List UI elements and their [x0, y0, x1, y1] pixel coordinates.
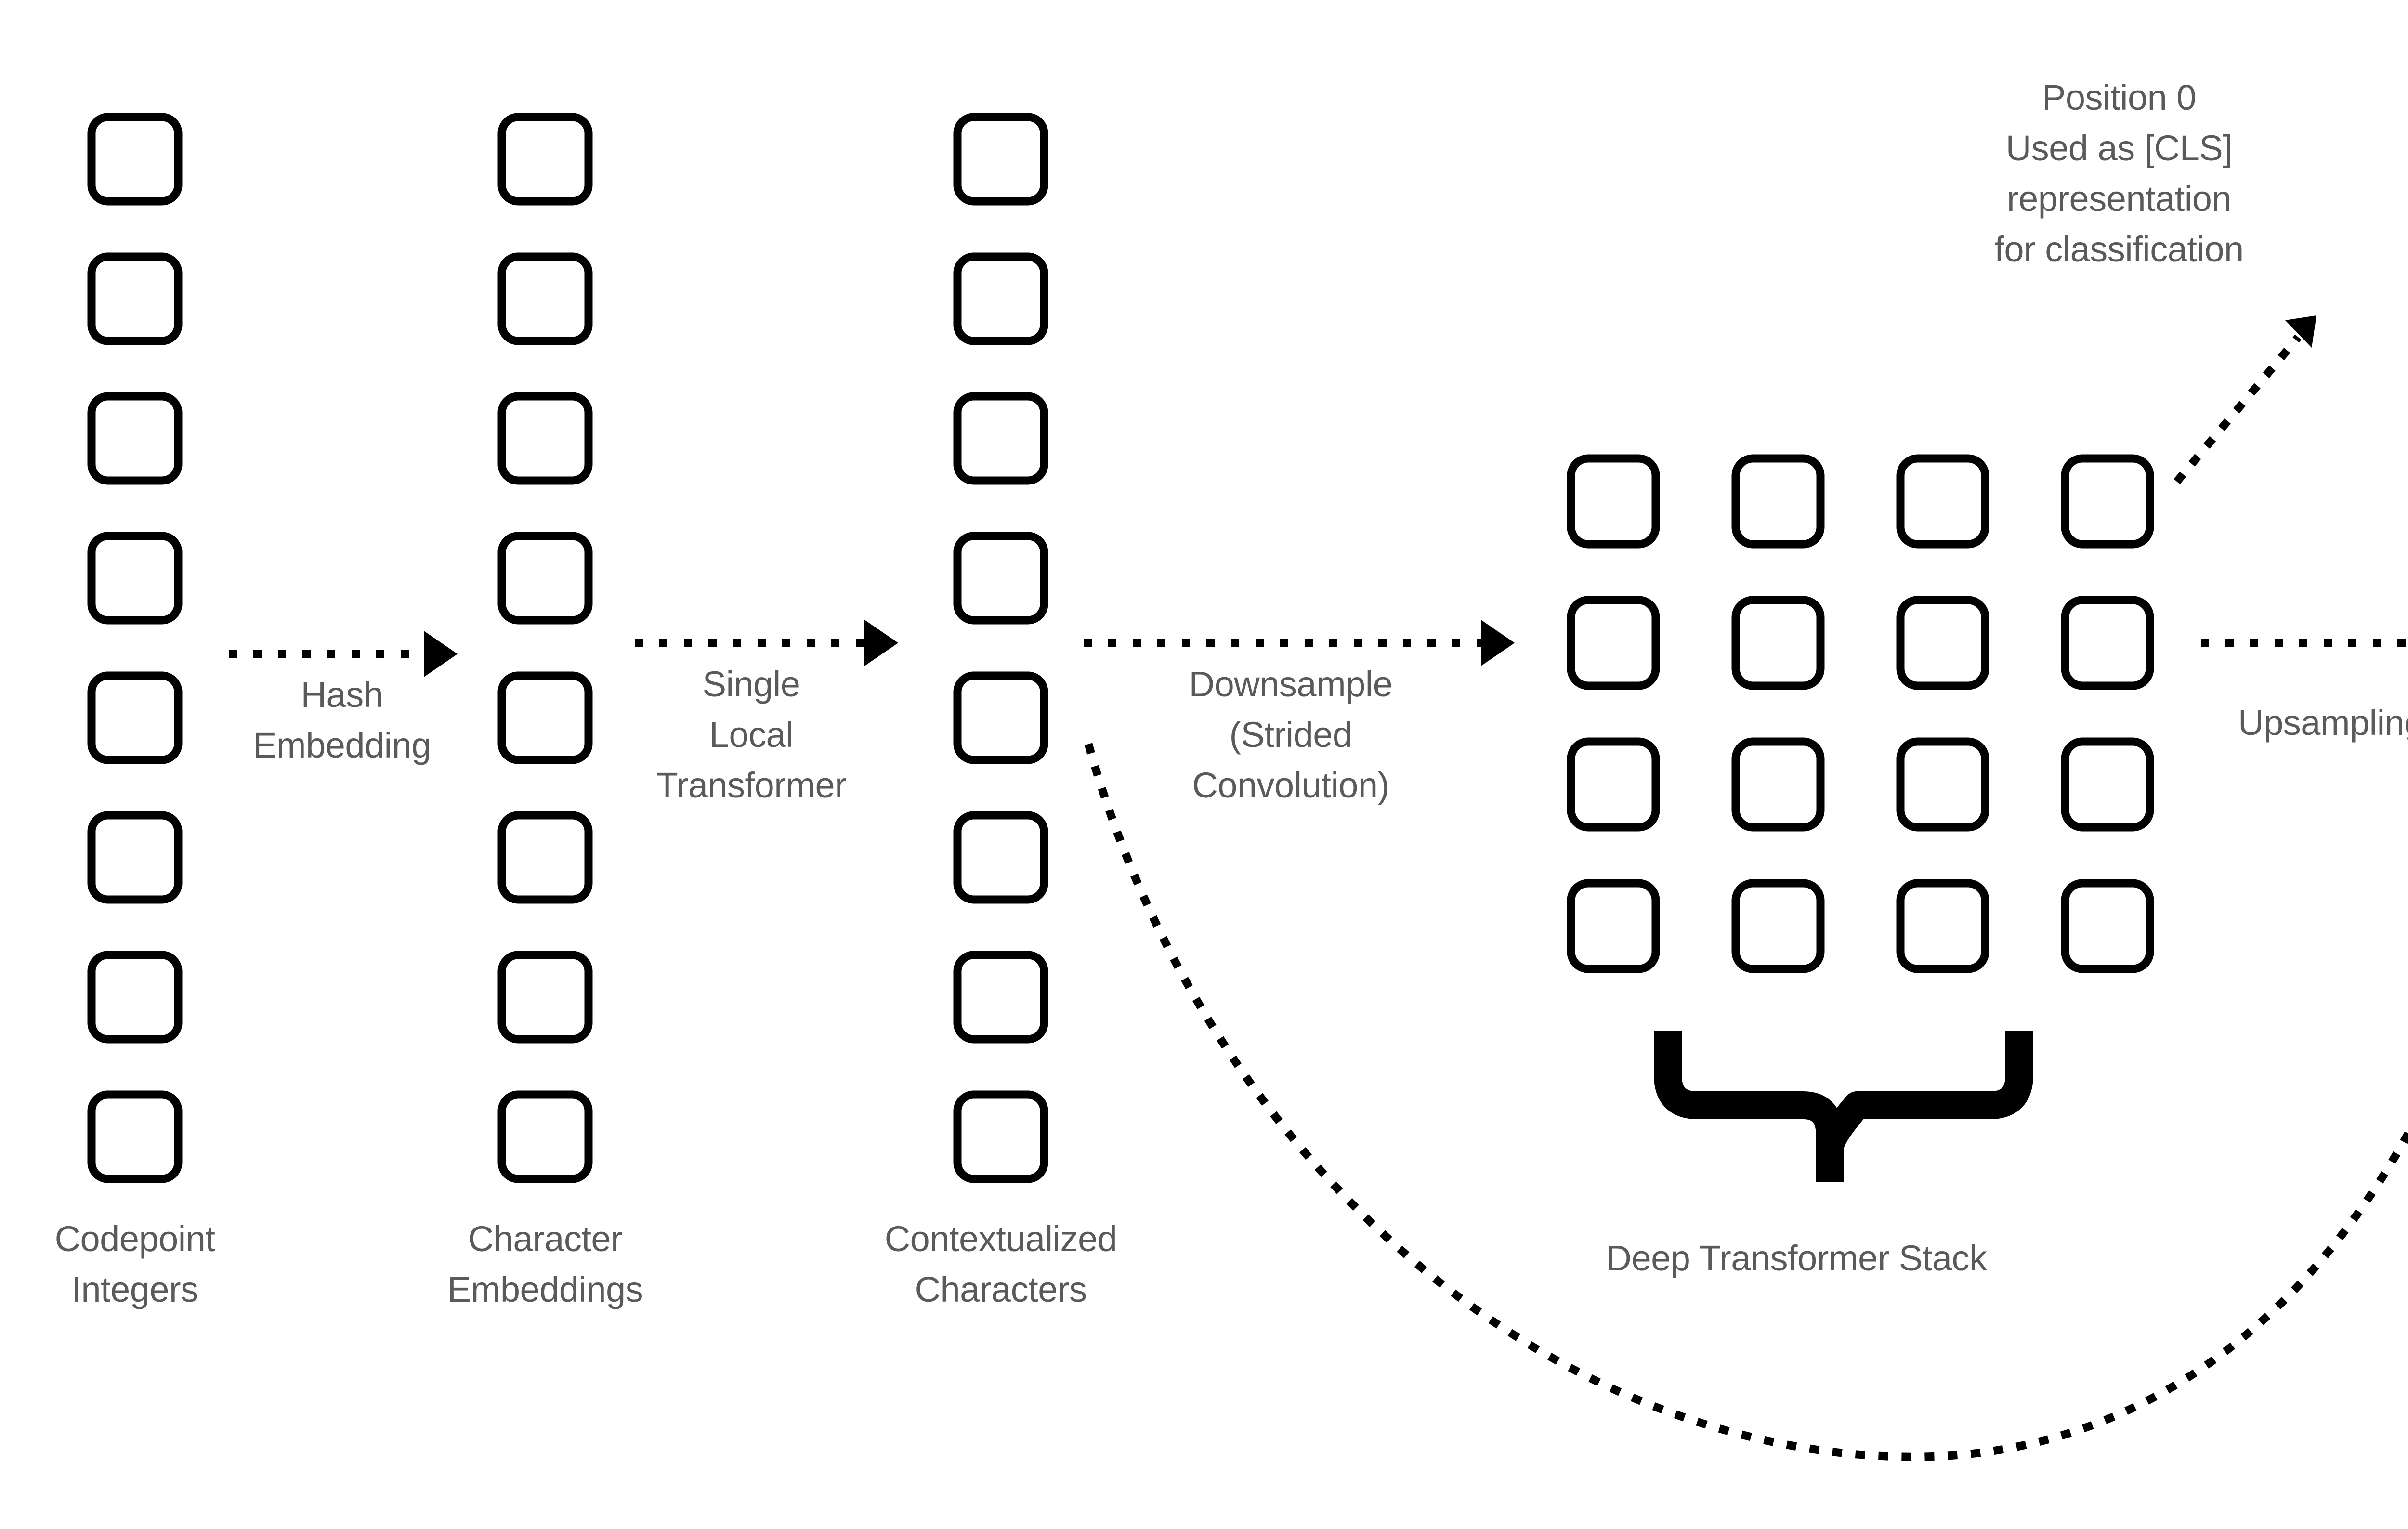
- cell-box: [87, 1090, 183, 1183]
- cell-box: [87, 113, 183, 206]
- column-character-embeddings: [497, 113, 593, 1183]
- cell-box: [1896, 737, 1989, 832]
- arrow-cls-callout: [2173, 315, 2316, 484]
- cell-box: [1567, 737, 1660, 832]
- cell-box: [497, 1090, 593, 1183]
- cell-box: [1896, 879, 1989, 973]
- column-label-character-embeddings: Character Embeddings: [447, 1219, 643, 1310]
- cell-box: [87, 392, 183, 485]
- cell-box: [2061, 737, 2154, 832]
- cell-box: [1567, 454, 1660, 549]
- cell-box: [953, 1090, 1048, 1183]
- cell-box: [497, 392, 593, 485]
- arrow-single-local-transformer: [635, 620, 898, 666]
- cell-box: [1567, 879, 1660, 973]
- cell-box: [2061, 596, 2154, 690]
- stack-brace-icon: [1654, 1031, 2033, 1182]
- arrow-upsampling: [2201, 639, 2408, 647]
- cell-box: [497, 811, 593, 904]
- cell-box: [953, 532, 1048, 625]
- arrow-label-single-local-transformer: Single Local Transformer: [656, 664, 847, 806]
- cell-box: [87, 252, 183, 345]
- column-codepoint-integers: [87, 113, 183, 1183]
- cell-box: [953, 252, 1048, 345]
- cell-box: [1896, 454, 1989, 549]
- arrow-label-upsampling: Upsampling: [2238, 703, 2408, 743]
- column-label-contextualized-characters: Contextualized Characters: [884, 1219, 1117, 1310]
- grid-deep-transformer-stack: [1567, 454, 2154, 973]
- cell-box: [2061, 454, 2154, 549]
- cell-box: [1567, 596, 1660, 690]
- arrow-label-hash-embedding: Hash Embedding: [253, 675, 431, 766]
- cell-box: [87, 811, 183, 904]
- arrow-residual-skip: [1084, 743, 2408, 1461]
- arrow-hash-embedding: [229, 631, 458, 677]
- cell-box: [953, 392, 1048, 485]
- cell-box: [1731, 737, 1825, 832]
- column-label-deep-transformer-stack: Deep Transformer Stack: [1606, 1238, 1987, 1278]
- cell-box: [497, 252, 593, 345]
- column-label-codepoint-integers: Codepoint Integers: [54, 1219, 215, 1310]
- cell-box: [497, 951, 593, 1044]
- cell-box: [2061, 879, 2154, 973]
- cell-box: [1731, 879, 1825, 973]
- cell-box: [953, 671, 1048, 764]
- cell-box: [953, 113, 1048, 206]
- cls-annotation-note: Position 0 Used as [CLS] representation …: [1994, 78, 2244, 270]
- cell-box: [953, 811, 1048, 904]
- cell-box: [497, 113, 593, 206]
- cell-box: [1731, 596, 1825, 690]
- arrow-downsample: [1084, 620, 1515, 666]
- cell-box: [1731, 454, 1825, 549]
- cell-box: [497, 671, 593, 764]
- cell-box: [953, 951, 1048, 1044]
- column-contextualized-characters: [953, 113, 1048, 1183]
- cell-box: [497, 532, 593, 625]
- cell-box: [1896, 596, 1989, 690]
- cell-box: [87, 671, 183, 764]
- cell-box: [87, 532, 183, 625]
- arrow-label-downsample: Downsample (Strided Convolution): [1189, 664, 1393, 806]
- cell-box: [87, 951, 183, 1044]
